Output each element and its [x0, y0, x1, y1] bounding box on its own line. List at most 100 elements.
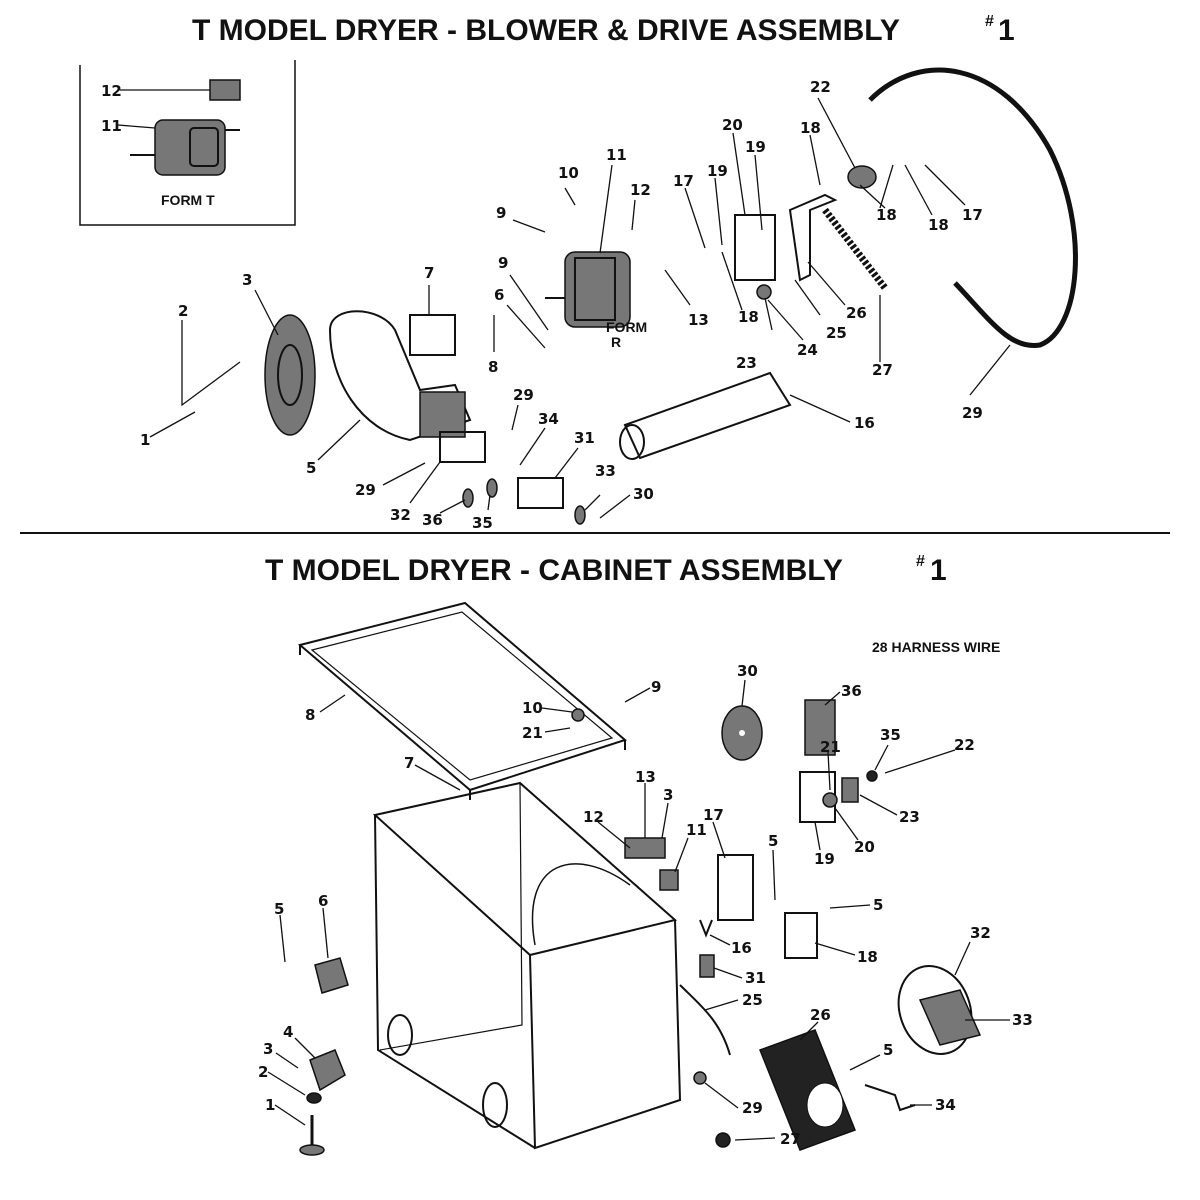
callout-12: 12 — [630, 181, 651, 199]
callout-b32: 32 — [970, 924, 991, 942]
cabinet-title-number: 1 — [930, 554, 947, 587]
callout-36: 36 — [422, 511, 443, 529]
callout-b5a: 5 — [768, 832, 778, 850]
callout-3: 3 — [242, 271, 252, 289]
callout-27: 27 — [872, 361, 893, 379]
callout-b12: 12 — [583, 808, 604, 826]
callout-b2: 2 — [258, 1063, 268, 1081]
callout-32: 32 — [390, 506, 411, 524]
callout-5: 5 — [306, 459, 316, 477]
callout-26: 26 — [846, 304, 867, 322]
callout-1: 1 — [140, 431, 150, 449]
callout-b5c: 5 — [883, 1041, 893, 1059]
callout-b30: 30 — [737, 662, 758, 680]
callout-b22: 22 — [954, 736, 975, 754]
foot-27 — [715, 1132, 731, 1148]
callout-18a: 18 — [738, 308, 759, 326]
callout-b17: 17 — [703, 806, 724, 824]
plate-32 — [439, 431, 486, 463]
callout-b16: 16 — [731, 939, 752, 957]
callout-20: 20 — [722, 116, 743, 134]
washer-35 — [486, 478, 498, 498]
callout-10: 10 — [558, 164, 579, 182]
callout-b4: 4 — [283, 1023, 293, 1041]
harness-wire-note: 28 HARNESS WIRE — [872, 639, 1000, 655]
callout-29a: 29 — [513, 386, 534, 404]
callout-b13: 13 — [635, 768, 656, 786]
bracket-36 — [804, 699, 836, 756]
callout-b19: 19 — [814, 850, 835, 868]
callout-18b: 18 — [800, 119, 821, 137]
part-11 — [659, 869, 679, 891]
drive-belt — [868, 67, 1078, 349]
blower-drive-section: T MODEL DRYER - BLOWER & DRIVE ASSEMBLY … — [79, 13, 1078, 532]
callout-b8: 8 — [305, 706, 315, 724]
bracket-34 — [864, 1084, 916, 1112]
lint-trap-6 — [314, 957, 349, 994]
bottom-leader-lines — [267, 679, 1010, 1141]
callout-19a: 19 — [707, 162, 728, 180]
cabinet-body — [372, 781, 682, 1150]
form-t-inset: 12 11 FORM T — [79, 60, 296, 226]
blower-drive-title: T MODEL DRYER - BLOWER & DRIVE ASSEMBLY — [192, 14, 900, 47]
callout-b21b: 21 — [820, 738, 841, 756]
plate-18 — [784, 912, 818, 959]
callout-13: 13 — [688, 311, 709, 329]
callout-24: 24 — [797, 341, 818, 359]
callout-b7: 7 — [404, 754, 414, 772]
part-31 — [699, 954, 715, 978]
callout-9a: 9 — [496, 204, 506, 222]
leg-bracket-4 — [309, 1049, 346, 1092]
callout-b33: 33 — [1012, 1011, 1033, 1029]
callout-33: 33 — [595, 462, 616, 480]
callout-b18: 18 — [857, 948, 878, 966]
callout-6: 6 — [494, 286, 504, 304]
callout-23: 23 — [736, 354, 757, 372]
callout-b25: 25 — [742, 991, 763, 1009]
callout-22: 22 — [810, 78, 831, 96]
callout-form-t-12: 12 — [101, 82, 122, 100]
callout-b34: 34 — [935, 1096, 956, 1114]
callout-b11: 11 — [686, 821, 707, 839]
callout-b3a: 3 — [663, 786, 673, 804]
callout-9b: 9 — [498, 254, 508, 272]
callout-b5b: 5 — [873, 896, 883, 914]
callout-b27: 27 — [780, 1130, 801, 1148]
bottom-callouts: 8 10 21 9 7 30 36 35 22 21 23 20 19 13 3… — [258, 662, 1033, 1148]
toe-plate — [897, 965, 982, 1055]
cabinet-section: T MODEL DRYER - CABINET ASSEMBLY # 1 28 … — [258, 553, 1033, 1156]
callout-17b: 17 — [962, 206, 983, 224]
idler-pulley — [847, 165, 877, 189]
callout-29c: 29 — [962, 404, 983, 422]
form-t-label: FORM T — [161, 192, 215, 208]
washer-36 — [462, 488, 474, 508]
switch-13 — [624, 837, 666, 859]
callout-b6: 6 — [318, 892, 328, 910]
drum-bearing — [721, 705, 763, 761]
callout-16: 16 — [854, 414, 875, 432]
cabinet-title: T MODEL DRYER - CABINET ASSEMBLY — [265, 554, 843, 587]
callout-b1: 1 — [265, 1096, 275, 1114]
washer-33 — [574, 505, 586, 525]
callout-b26: 26 — [810, 1006, 831, 1024]
blower-drive-title-number: 1 — [998, 14, 1015, 47]
cabinet-title-hash: # — [916, 553, 925, 570]
top-leader-lines — [149, 97, 1011, 519]
callout-b9: 9 — [651, 678, 661, 696]
kick-panel — [759, 1029, 856, 1151]
clip-29 — [693, 1071, 707, 1085]
callout-19b: 19 — [745, 138, 766, 156]
callout-b10: 10 — [522, 699, 543, 717]
blower-housing — [328, 310, 472, 442]
motor-form-letter: R — [611, 334, 621, 350]
form-t-switch — [209, 79, 241, 101]
callout-b20: 20 — [854, 838, 875, 856]
callout-b35: 35 — [880, 726, 901, 744]
callout-b29: 29 — [742, 1099, 763, 1117]
callout-29b: 29 — [355, 481, 376, 499]
callout-form-t-11: 11 — [101, 117, 122, 135]
callout-17a: 17 — [673, 172, 694, 190]
nut-35 — [866, 770, 878, 782]
callout-35: 35 — [472, 514, 493, 532]
